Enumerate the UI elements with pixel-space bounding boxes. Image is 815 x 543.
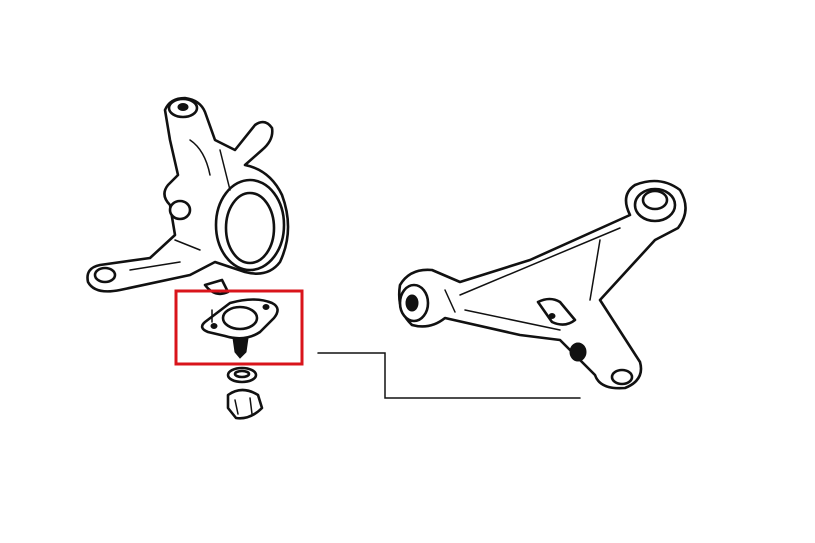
ball-joint-boot <box>226 366 258 384</box>
highlight-box <box>174 289 304 366</box>
ball-joint <box>200 298 279 359</box>
steering-knuckle <box>86 96 290 296</box>
ball-joint-nut <box>226 388 264 420</box>
leader-line <box>317 352 581 399</box>
lower-control-arm <box>397 179 687 390</box>
